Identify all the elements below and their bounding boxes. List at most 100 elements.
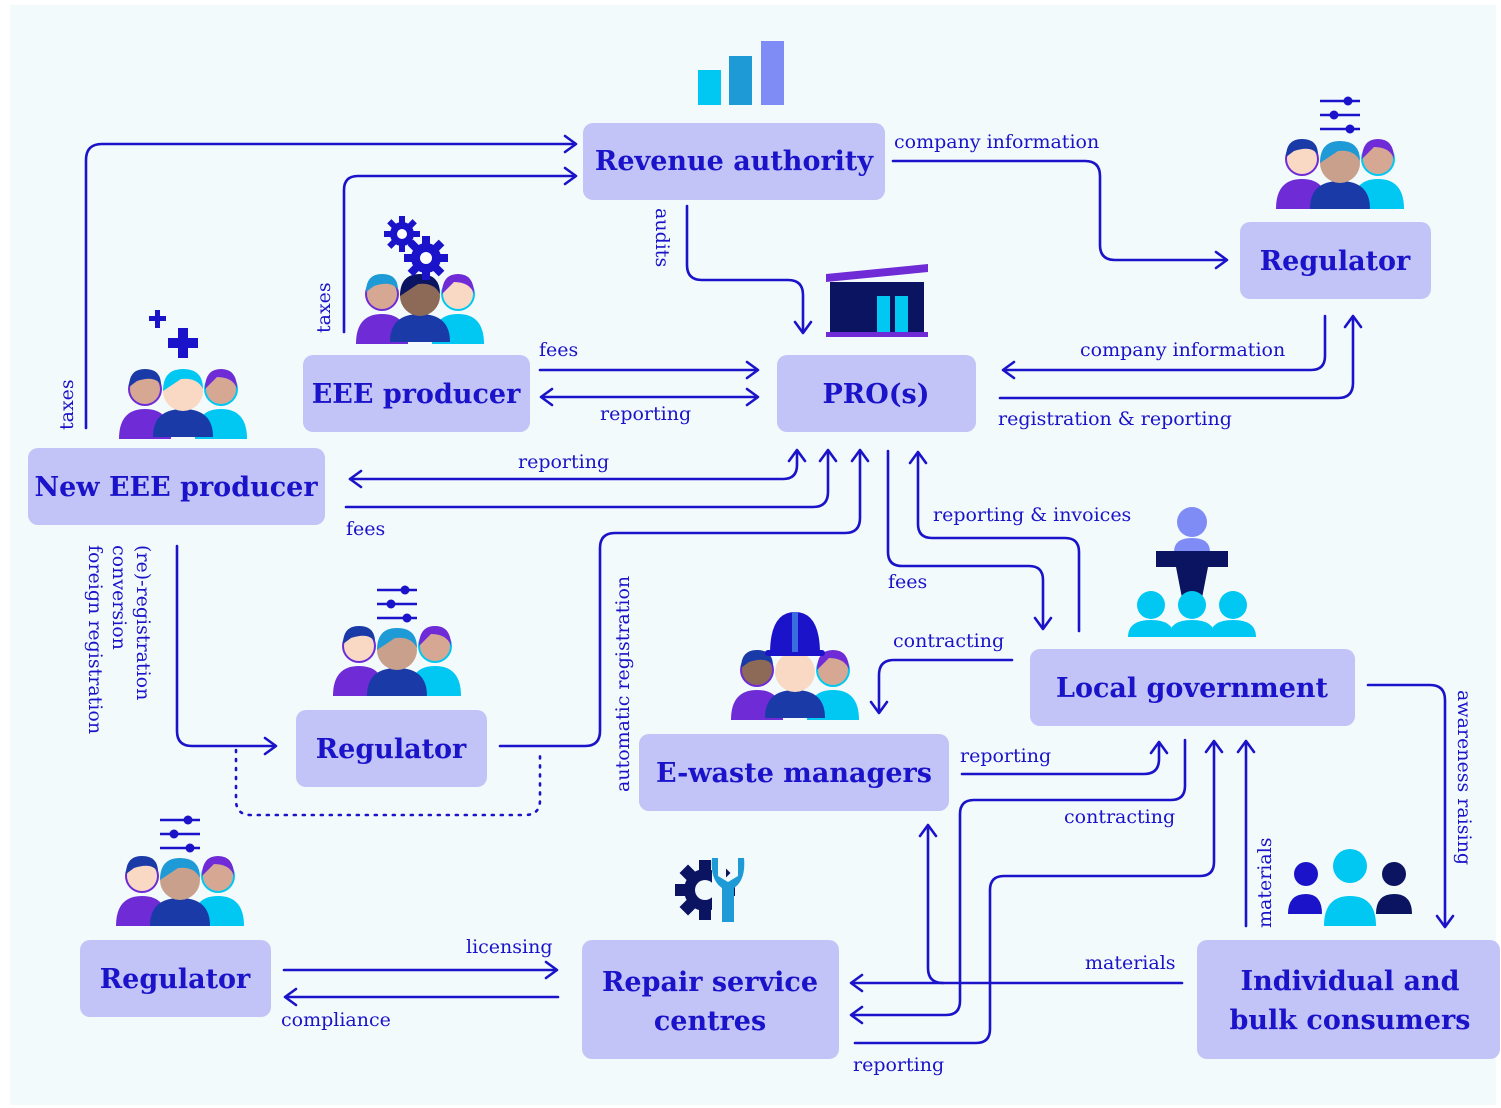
label-reporting-invoices: reporting & invoices	[933, 504, 1131, 526]
node-pros-label: PRO(s)	[822, 379, 929, 410]
edge-materials-ewaste	[926, 824, 945, 985]
node-eee-producer-label: EEE producer	[312, 379, 521, 410]
node-regulator-middle-label: Regulator	[316, 734, 467, 765]
arrowhead	[263, 736, 278, 756]
edge-reporting-repair	[853, 740, 1216, 1045]
consumers-group-icon	[1288, 849, 1412, 926]
label-registration-reporting: registration & reporting	[998, 408, 1232, 430]
node-revenue-authority: Revenue authority	[583, 123, 885, 200]
arrowhead	[745, 387, 760, 407]
label-contracting-repair: contracting	[1064, 806, 1175, 828]
node-revenue-authority-label: Revenue authority	[595, 146, 875, 177]
edges	[84, 134, 1455, 1045]
arrowhead	[1343, 314, 1363, 329]
node-new-eee-producer-label: New EEE producer	[34, 472, 318, 503]
workers-hardhat-icon	[731, 612, 859, 720]
edge-new-to-regulator	[175, 544, 277, 748]
node-new-eee-producer: New EEE producer	[28, 448, 325, 525]
edge-awareness-raising	[1366, 683, 1447, 928]
node-regulator-bottom: Regulator	[80, 940, 271, 1017]
label-contracting-ewaste: contracting	[893, 630, 1004, 652]
label-awareness-raising: awareness raising	[1453, 690, 1475, 865]
label-taxes-new: taxes	[56, 379, 78, 430]
arrowhead	[849, 973, 864, 993]
label-reporting-ewaste: reporting	[960, 745, 1051, 767]
label-materials-vertical: materials	[1254, 837, 1276, 928]
node-local-government: Local government	[1030, 649, 1355, 726]
edge-revenue-to-regulator	[891, 159, 1228, 262]
regulator-group-icon	[1276, 96, 1404, 209]
repair-tools-icon	[675, 858, 745, 922]
label-company-information-top: company information	[894, 131, 1099, 153]
label-reporting-repair: reporting	[853, 1054, 944, 1076]
government-podium-icon	[1128, 507, 1256, 637]
producer-gears-icon	[356, 216, 484, 344]
label-reporting-eee: reporting	[600, 403, 691, 425]
node-repair-service-centres-label-2: centres	[654, 1006, 766, 1037]
edge-reporting-new	[348, 449, 799, 481]
arrowhead	[1435, 914, 1455, 929]
arrowhead	[850, 448, 870, 463]
label-licensing: licensing	[466, 936, 553, 958]
label-foreign-registration: foreign registration	[84, 545, 106, 734]
arrowhead	[1214, 250, 1229, 270]
nodes: Revenue authority Regulator EEE producer…	[28, 123, 1500, 1059]
arrowhead	[544, 960, 559, 980]
node-repair-service-centres: Repair service centres	[582, 940, 839, 1059]
arrowhead	[283, 987, 298, 1007]
arrowhead	[787, 448, 807, 463]
arrowhead	[745, 360, 760, 380]
new-producer-plus-icon	[119, 310, 247, 439]
label-audits: audits	[651, 208, 673, 267]
edge-dotted-loop	[234, 748, 542, 817]
edge-reporting-ewaste	[960, 741, 1161, 776]
arrowhead	[348, 469, 363, 489]
arrowhead	[1236, 739, 1256, 754]
node-e-waste-managers-label: E-waste managers	[656, 758, 932, 789]
edge-taxes-new	[84, 142, 577, 430]
building-icon	[826, 264, 928, 337]
label-fees-eee: fees	[539, 339, 578, 361]
node-e-waste-managers: E-waste managers	[639, 734, 949, 811]
label-materials-horizontal: materials	[1085, 952, 1176, 974]
regulator-group-icon	[333, 585, 461, 696]
node-consumers: Individual and bulk consumers	[1197, 940, 1500, 1059]
label-automatic-registration: automatic registration	[612, 576, 634, 792]
arrowhead	[818, 448, 838, 463]
edge-reporting-invoices	[916, 451, 1081, 633]
node-regulator-top: Regulator	[1240, 222, 1431, 299]
arrowhead	[1033, 616, 1053, 631]
edge-contracting-repair	[850, 738, 1187, 1017]
label-company-information-pro: company information	[1080, 339, 1285, 361]
arrowhead	[1001, 360, 1016, 380]
label-taxes-eee: taxes	[313, 282, 335, 333]
node-consumers-label-1: Individual and	[1240, 966, 1459, 997]
label-compliance: compliance	[281, 1009, 391, 1031]
arrowhead	[793, 320, 813, 335]
edge-fees-new	[344, 449, 830, 509]
arrowhead	[1204, 739, 1224, 754]
label-fees-local: fees	[888, 571, 927, 593]
arrowhead	[869, 700, 889, 715]
node-regulator-middle: Regulator	[296, 710, 487, 787]
node-repair-service-centres-label-1: Repair service	[602, 967, 818, 998]
edge-automatic-registration	[498, 449, 862, 748]
label-conversion: conversion	[108, 545, 130, 650]
node-pros: PRO(s)	[777, 355, 976, 432]
edge-registration-reporting	[998, 315, 1355, 400]
edge-fees-local	[886, 449, 1045, 630]
node-consumers-label-2: bulk consumers	[1230, 1005, 1471, 1036]
node-regulator-top-label: Regulator	[1260, 246, 1411, 277]
arrowhead	[849, 1005, 864, 1025]
edge-taxes-eee	[342, 174, 577, 334]
node-local-government-label: Local government	[1056, 673, 1329, 704]
label-reporting-new: reporting	[518, 451, 609, 473]
arrowhead	[563, 134, 578, 154]
edge-company-info-pro	[1002, 314, 1327, 372]
edge-labels: company information audits taxes taxes f…	[56, 131, 1475, 1076]
arrowhead	[563, 166, 578, 186]
arrowhead	[908, 450, 928, 465]
bar-chart-icon	[698, 41, 784, 105]
label-reregistration: (re)-registration	[132, 545, 154, 700]
label-fees-new: fees	[346, 518, 385, 540]
